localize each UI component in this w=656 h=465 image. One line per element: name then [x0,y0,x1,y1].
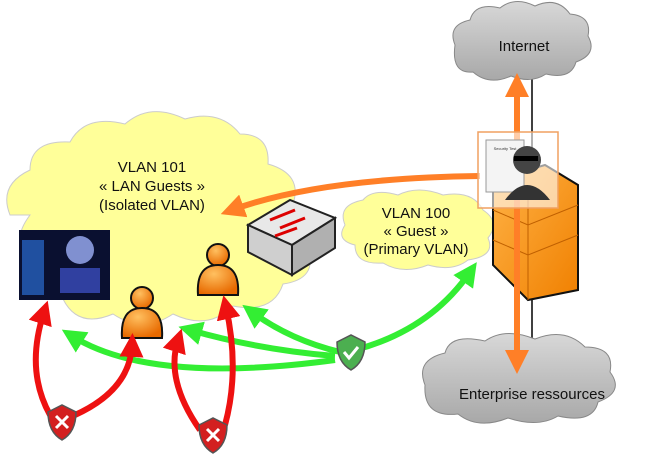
enterprise-label: Enterprise ressources [459,386,605,403]
denied-shield-icon [198,417,228,454]
vlan101-type: (Isolated VLAN) [99,197,205,214]
switch-icon [245,198,338,277]
denied-shield-icon [47,404,77,441]
internet-cloud: Internet [452,1,592,81]
vlan100-cloud: VLAN 100 « Guest » (Primary VLAN) [341,189,494,270]
vlan100-type: (Primary VLAN) [363,241,468,258]
allowed-shield-icon [336,334,366,371]
enterprise-cloud: Enterprise ressources [422,333,616,424]
user-icon [120,286,164,339]
blocked-arrows [28,295,241,432]
vlan100-name: VLAN 100 [382,205,450,222]
vlan100-alias: « Guest » [383,223,448,240]
security-guard-icon: Security Test [477,131,559,209]
vlan101-name: VLAN 101 [118,159,186,176]
security-card-title: Security Test [494,146,518,151]
hacker-image [19,230,110,300]
user-icon [196,243,240,296]
vlan101-alias: « LAN Guests » [99,178,205,195]
return-arrow [220,173,481,218]
internet-label: Internet [499,38,551,55]
